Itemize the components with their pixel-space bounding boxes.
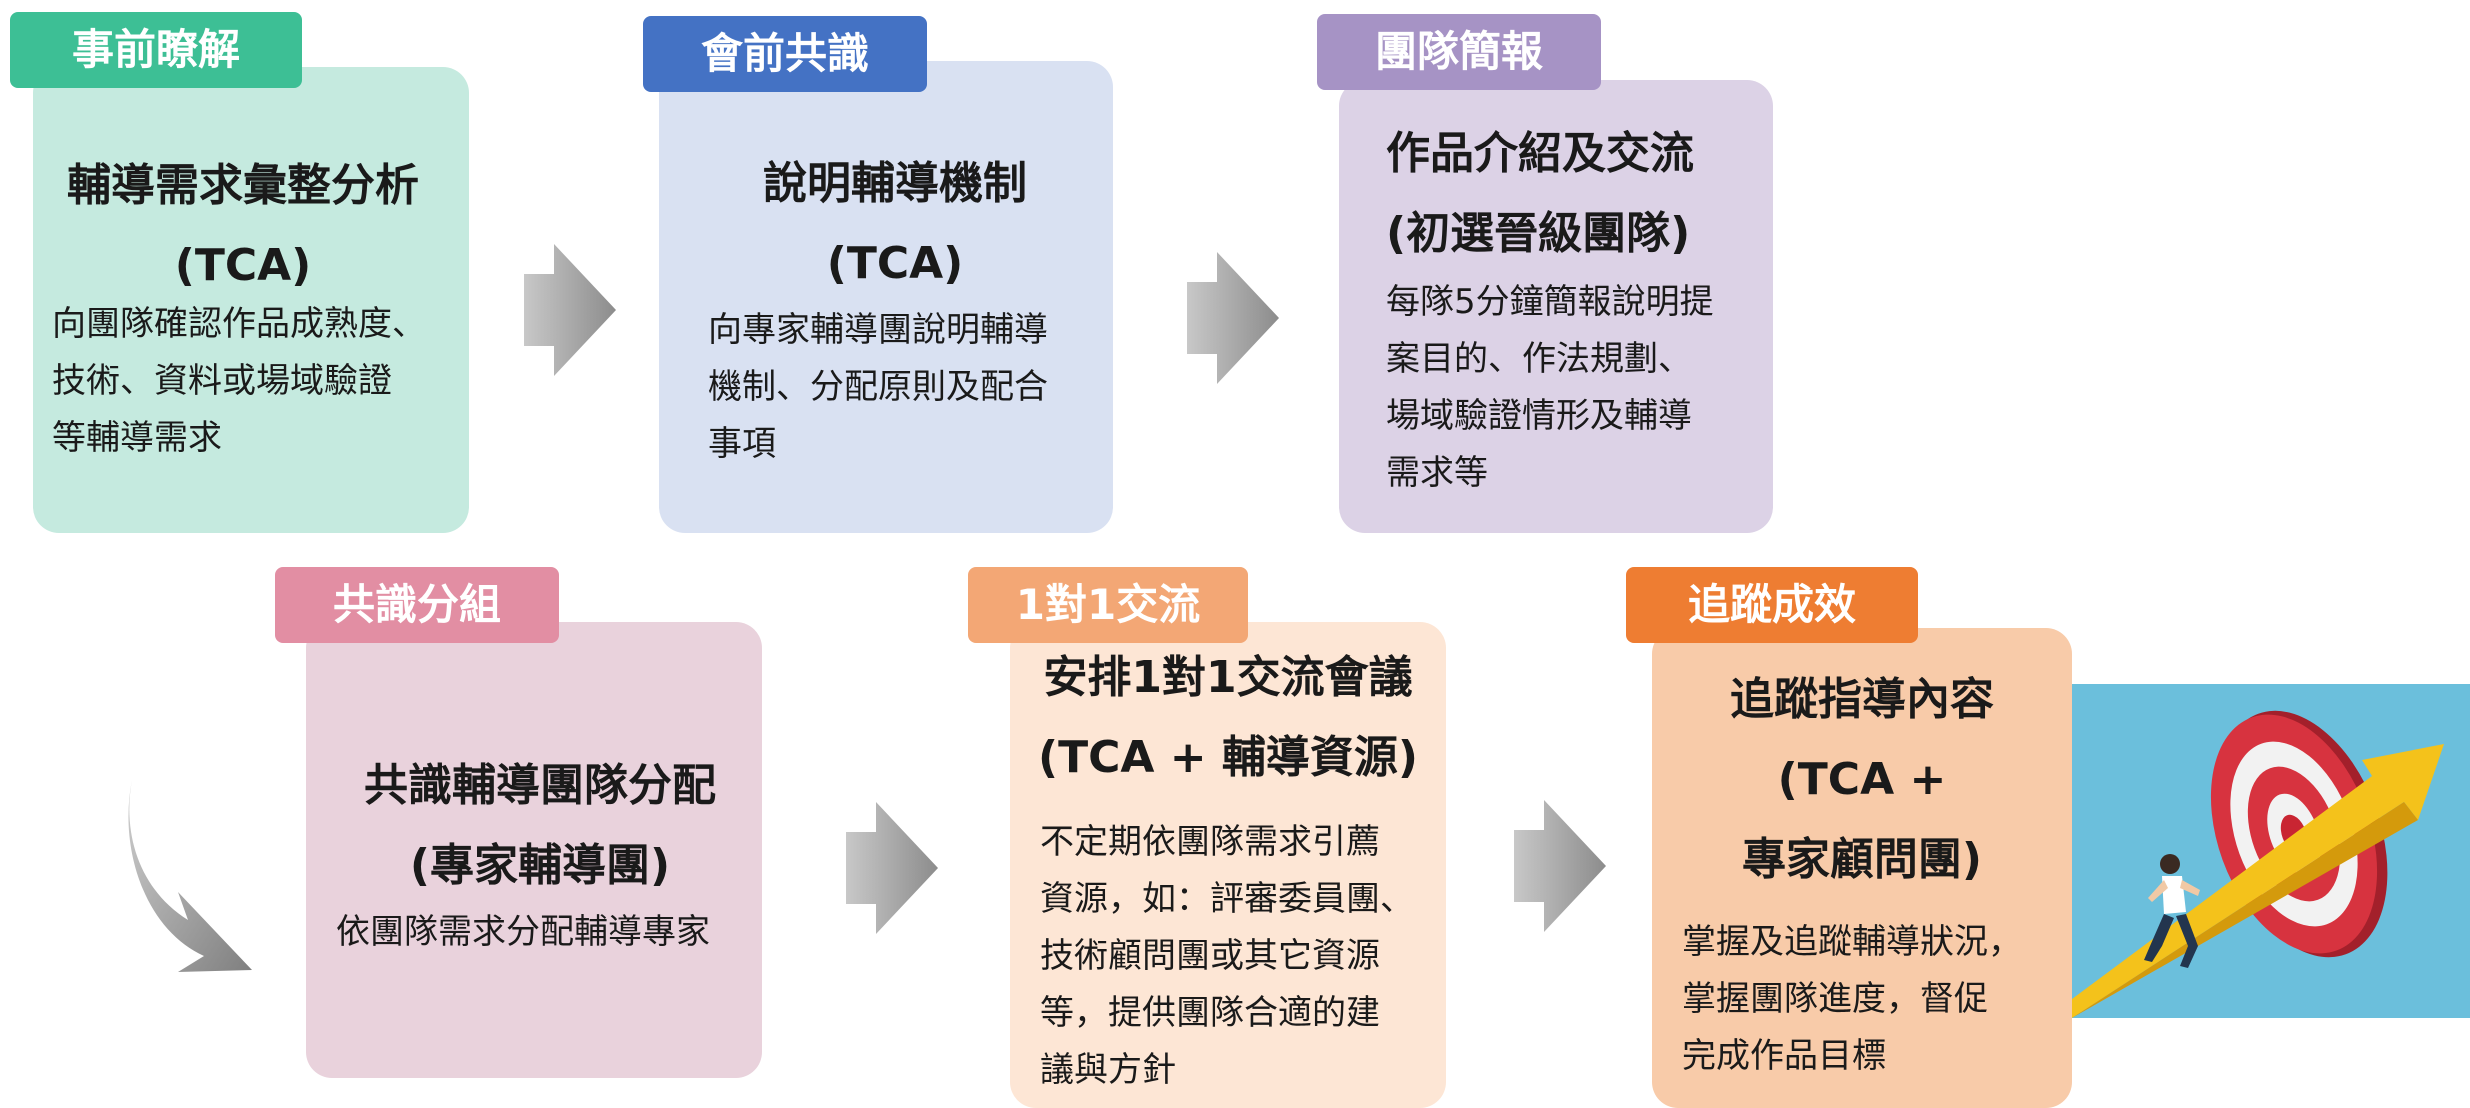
step-body-5-line-2: 資源，如：評審委員團、 — [1040, 879, 1414, 919]
step-body-2-line-3: 事項 — [708, 424, 776, 464]
step-card-2 — [659, 61, 1113, 533]
step-card-1 — [33, 67, 469, 533]
step-title-4-line-2: (專家輔導團) — [409, 840, 671, 891]
step-title-4: 共識輔導團隊分配 (專家輔導團) — [330, 746, 750, 906]
step-body-2: 向專家輔導團說明輔導 機制、分配原則及配合 事項 — [708, 302, 1048, 473]
step-body-6-line-2: 掌握團隊進度，督促 — [1682, 979, 1988, 1019]
step-tab-3: 團隊簡報 — [1317, 14, 1601, 90]
curved-down-arrow-icon — [128, 780, 252, 972]
step-title-5-line-1: 安排1對1交流會議 — [1043, 652, 1413, 703]
step-body-4-line-1: 依團隊需求分配輔導專家 — [336, 912, 710, 952]
step-title-4-line-1: 共識輔導團隊分配 — [364, 760, 716, 811]
step-body-3-line-3: 場域驗證情形及輔導 — [1386, 396, 1692, 436]
step-card-5 — [1010, 622, 1446, 1108]
step-title-6-line-1: 追蹤指導內容 — [1730, 674, 1994, 725]
step-body-3-line-4: 需求等 — [1386, 453, 1488, 493]
step-title-3: 作品介紹及交流 (初選晉級團隊) — [1386, 114, 1694, 274]
step-title-2-line-1: 說明輔導機制 — [763, 158, 1027, 209]
step-body-3-line-2: 案目的、作法規劃、 — [1386, 339, 1692, 379]
right-arrow-icon — [524, 244, 616, 376]
step-title-6-line-2: (TCA + — [1777, 754, 1947, 805]
step-body-5-line-4: 等，提供團隊合適的建 — [1040, 993, 1380, 1033]
step-tab-1: 事前瞭解 — [10, 12, 302, 88]
step-body-2-line-1: 向專家輔導團說明輔導 — [708, 310, 1048, 350]
step-title-5: 安排1對1交流會議 (TCA + 輔導資源) — [1012, 638, 1444, 798]
step-title-1: 輔導需求彙整分析 (TCA) — [33, 146, 453, 306]
step-body-2-line-2: 機制、分配原則及配合 — [708, 367, 1048, 407]
step-title-2: 說明輔導機制 (TCA) — [685, 144, 1105, 304]
step-card-4 — [306, 622, 762, 1078]
step-body-3: 每隊5分鐘簡報說明提 案目的、作法規劃、 場域驗證情形及輔導 需求等 — [1386, 274, 1714, 502]
step-body-3-line-1: 每隊5分鐘簡報說明提 — [1386, 282, 1714, 322]
step-title-6: 追蹤指導內容 (TCA + 專家顧問團) — [1652, 660, 2072, 900]
step-body-6-line-1: 掌握及追蹤輔導狀況， — [1682, 922, 2022, 962]
step-body-5-line-5: 議與方針 — [1040, 1050, 1176, 1090]
step-body-1-line-2: 技術、資料或場域驗證 — [52, 361, 392, 401]
step-title-3-line-2: (初選晉級團隊) — [1386, 208, 1691, 259]
step-title-6-line-3: 專家顧問團) — [1741, 834, 1983, 885]
right-arrow-icon — [846, 802, 938, 934]
step-body-6-line-3: 完成作品目標 — [1682, 1036, 1886, 1076]
step-tab-5: 1對1交流 — [968, 567, 1248, 643]
step-body-1-line-3: 等輔導需求 — [52, 418, 222, 458]
step-body-4: 依團隊需求分配輔導專家 — [336, 904, 710, 961]
step-body-6: 掌握及追蹤輔導狀況， 掌握團隊進度，督促 完成作品目標 — [1682, 914, 2022, 1085]
step-card-3 — [1339, 80, 1773, 533]
step-title-2-line-2: (TCA) — [826, 238, 964, 289]
step-body-1: 向團隊確認作品成熟度、 技術、資料或場域驗證 等輔導需求 — [52, 296, 426, 467]
step-title-1-line-1: 輔導需求彙整分析 — [67, 160, 419, 211]
step-body-5-line-1: 不定期依團隊需求引薦 — [1040, 822, 1380, 862]
step-card-6 — [1652, 628, 2072, 1108]
step-title-1-line-2: (TCA) — [174, 240, 312, 291]
target-runner-illustration — [2072, 684, 2470, 1018]
step-body-1-line-1: 向團隊確認作品成熟度、 — [52, 304, 426, 344]
step-title-5-line-2: (TCA + 輔導資源) — [1037, 732, 1419, 783]
right-arrow-icon — [1187, 252, 1279, 384]
step-tab-2: 會前共識 — [643, 16, 927, 92]
step-title-3-line-1: 作品介紹及交流 — [1386, 128, 1694, 179]
step-body-5-line-3: 技術顧問團或其它資源 — [1040, 936, 1380, 976]
right-arrow-icon — [1514, 800, 1606, 932]
step-tab-4: 共識分組 — [275, 567, 559, 643]
step-body-5: 不定期依團隊需求引薦 資源，如：評審委員團、 技術顧問團或其它資源 等，提供團隊… — [1040, 814, 1414, 1099]
step-tab-6: 追蹤成效 — [1626, 567, 1918, 643]
